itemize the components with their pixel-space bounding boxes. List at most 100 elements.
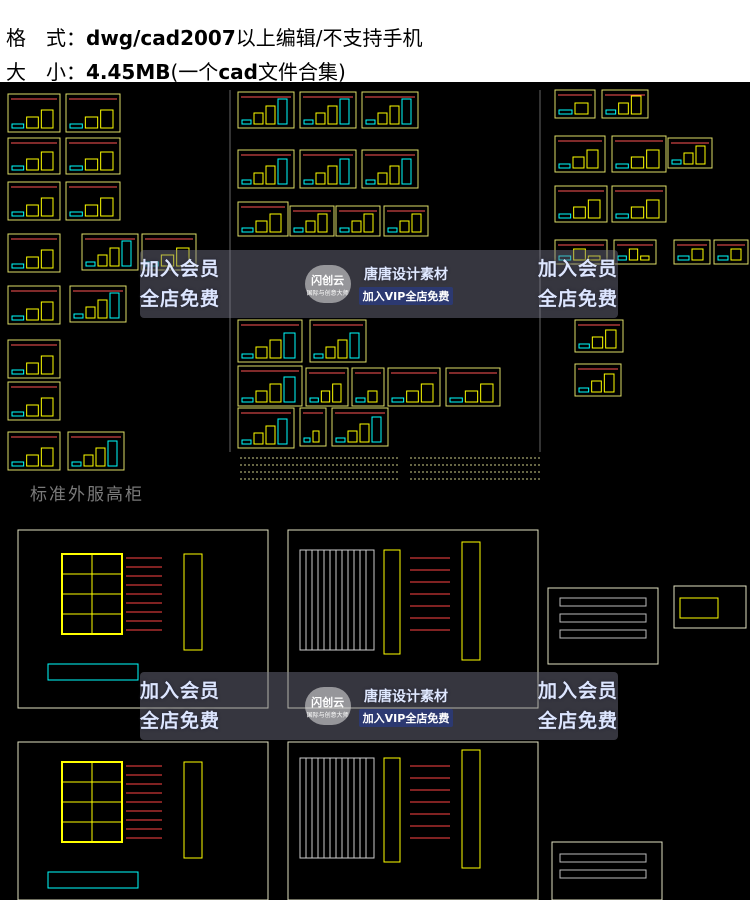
- cad-detail: [269, 213, 282, 233]
- cad-detail: [572, 156, 585, 169]
- cad-detail: [365, 179, 376, 185]
- drawing-sheet: [7, 339, 61, 379]
- cad-detail: [26, 404, 39, 417]
- door-section: [383, 757, 401, 863]
- cad-detail: [71, 461, 82, 467]
- drawing-caption: 标准外服高柜: [30, 485, 144, 505]
- cad-detail: [365, 119, 376, 125]
- cad-detail: [615, 163, 629, 169]
- cad-detail: [145, 261, 159, 267]
- cad-detail: [377, 112, 388, 125]
- cad-detail: [401, 98, 412, 125]
- drawing-sheet: [287, 741, 539, 900]
- watermark-logo: 闪创云国际与创意大师: [304, 687, 351, 725]
- cad-detail: [255, 390, 268, 403]
- cabinet-section: [183, 761, 203, 859]
- cad-detail: [617, 255, 627, 261]
- drawing-sheet: [335, 205, 381, 237]
- cad-detail: [11, 315, 25, 321]
- watermark-left: 加入会员 全店免费: [140, 680, 221, 732]
- cad-detail: [591, 336, 604, 349]
- cad-detail: [253, 112, 264, 125]
- watermark-logo: 闪创云国际与创意大师: [304, 265, 351, 303]
- cad-detail: [283, 376, 296, 403]
- drawing-sheet: [7, 431, 61, 471]
- watermark-left: 加入会员 全店免费: [140, 258, 221, 310]
- cad-detail: [277, 158, 288, 185]
- cad-detail: [677, 255, 690, 261]
- cad-detail: [293, 227, 304, 233]
- cad-detail: [573, 248, 586, 261]
- door-elevation: [299, 757, 375, 859]
- cad-detail: [26, 256, 39, 269]
- drawing-sheet: [237, 149, 295, 189]
- door-section: [383, 549, 401, 655]
- cad-detail: [11, 369, 25, 375]
- cad-detail: [97, 254, 108, 267]
- cad-detail: [605, 329, 617, 349]
- cad-detail: [26, 362, 39, 375]
- watermark-banner-top: 加入会员 全店免费 闪创云国际与创意大师 唐唐设计素材 加入VIP全店免费 加入…: [140, 250, 618, 318]
- drawing-sheet: [673, 239, 711, 265]
- drawing-sheet: [551, 841, 663, 900]
- cad-detail: [615, 213, 629, 219]
- cad-detail: [26, 454, 39, 467]
- cad-detail: [40, 447, 54, 467]
- cad-detail: [69, 165, 83, 171]
- drawing-sheet: [713, 239, 749, 265]
- drawing-sheet: [17, 529, 269, 709]
- cad-detail: [160, 254, 175, 267]
- cad-detail: [355, 397, 366, 403]
- door-elevation: [299, 549, 375, 651]
- cad-detail: [176, 247, 190, 267]
- drawing-sheet: [331, 407, 389, 447]
- drawing-sheet: [7, 233, 61, 273]
- drawing-sheet: [65, 137, 121, 175]
- cad-detail: [26, 158, 39, 171]
- drawing-sheet: [299, 149, 357, 189]
- cad-detail: [84, 204, 99, 217]
- drawing-sheet: [7, 137, 61, 175]
- cad-detail: [327, 165, 338, 185]
- cad-detail: [578, 387, 590, 393]
- cad-detail: [269, 383, 282, 403]
- cad-detail: [84, 158, 99, 171]
- cad-detail: [558, 213, 572, 219]
- cad-detail: [332, 383, 342, 403]
- cad-detail: [283, 332, 296, 359]
- cad-detail: [255, 346, 268, 359]
- cad-detail: [40, 151, 54, 171]
- cad-detail: [630, 206, 645, 219]
- cad-detail: [83, 454, 94, 467]
- cad-detail: [303, 119, 314, 125]
- cad-detail: [109, 292, 120, 319]
- cad-detail: [391, 397, 405, 403]
- cad-detail: [406, 390, 419, 403]
- cad-detail: [367, 390, 378, 403]
- cad-preview-canvas: 标准外服高柜: [0, 82, 750, 900]
- drawing-sheet: [81, 233, 139, 271]
- cad-detail: [339, 158, 350, 185]
- cad-detail: [587, 199, 601, 219]
- cad-detail: [558, 255, 572, 261]
- drawing-sheet: [7, 285, 61, 325]
- cad-detail: [377, 172, 388, 185]
- drawing-sheet: [554, 135, 606, 173]
- cad-detail: [85, 306, 96, 319]
- drawing-sheet: [69, 285, 127, 323]
- watermark-center: 闪创云国际与创意大师 唐唐设计素材 加入VIP全店免费: [304, 686, 454, 727]
- cad-detail: [363, 213, 374, 233]
- cad-detail: [464, 390, 479, 403]
- drawing-sheet: [574, 363, 622, 397]
- cad-detail: [109, 247, 120, 267]
- cad-detail: [646, 149, 660, 169]
- drawing-sheet: [554, 239, 608, 265]
- drawing-sheet: [611, 185, 667, 223]
- cad-detail: [303, 179, 314, 185]
- cad-detail: [85, 261, 96, 267]
- cad-detail: [315, 172, 326, 185]
- cad-detail: [26, 116, 39, 129]
- cad-detail: [558, 109, 573, 115]
- cad-detail: [11, 263, 25, 269]
- drawing-sheet: [17, 741, 269, 900]
